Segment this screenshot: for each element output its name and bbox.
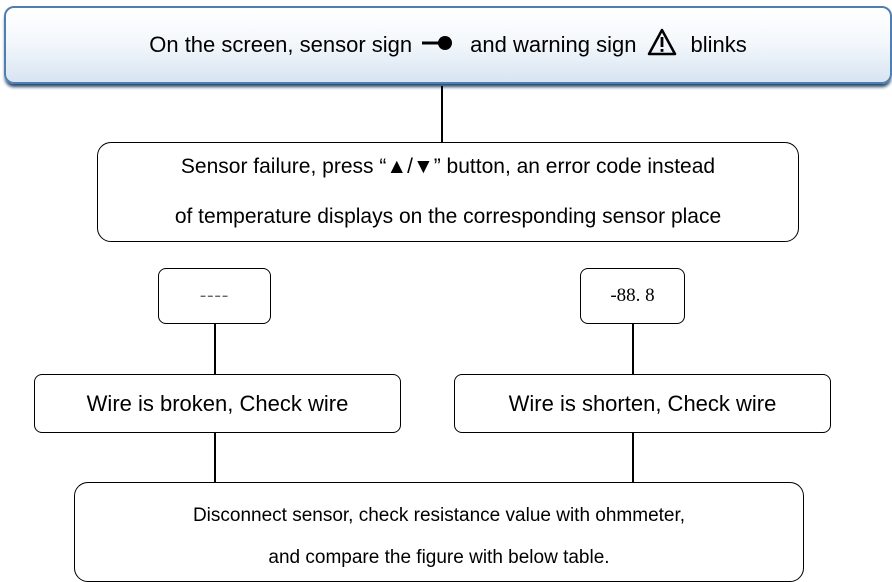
broken-wire-error-display: ---- <box>158 268 271 324</box>
connector-broken-action-to-final <box>214 433 216 482</box>
connector-short-action-to-final <box>632 433 634 482</box>
wire-broken-action-box: Wire is broken, Check wire <box>34 374 401 433</box>
banner-text-middle: and warning sign <box>470 32 637 57</box>
warning-triangle-icon <box>647 28 677 62</box>
connector-short-display-to-action <box>632 324 634 374</box>
status-banner: On the screen, sensor sign and warning s… <box>4 6 892 84</box>
wire-shorten-action-box: Wire is shorten, Check wire <box>454 374 831 433</box>
short-circuit-error-display: -88. 8 <box>580 268 685 324</box>
disconnect-sensor-line-1: Disconnect sensor, check resistance valu… <box>192 505 686 526</box>
banner-text-end: blinks <box>690 32 747 57</box>
sensor-failure-line-1: Sensor failure, press “▲/▼” button, an e… <box>180 155 716 178</box>
banner-text-start: On the screen, sensor sign <box>149 32 413 57</box>
sensor-failure-line-2: of temperature displays on the correspon… <box>174 205 722 228</box>
disconnect-sensor-line-2: and compare the figure with below table. <box>268 547 610 568</box>
connector-banner-to-failure <box>441 86 443 142</box>
sensor-sign-icon <box>422 32 454 58</box>
disconnect-sensor-box: Disconnect sensor, check resistance valu… <box>74 482 804 582</box>
sensor-failure-box: Sensor failure, press “▲/▼” button, an e… <box>97 142 799 242</box>
connector-broken-display-to-action <box>214 324 216 374</box>
